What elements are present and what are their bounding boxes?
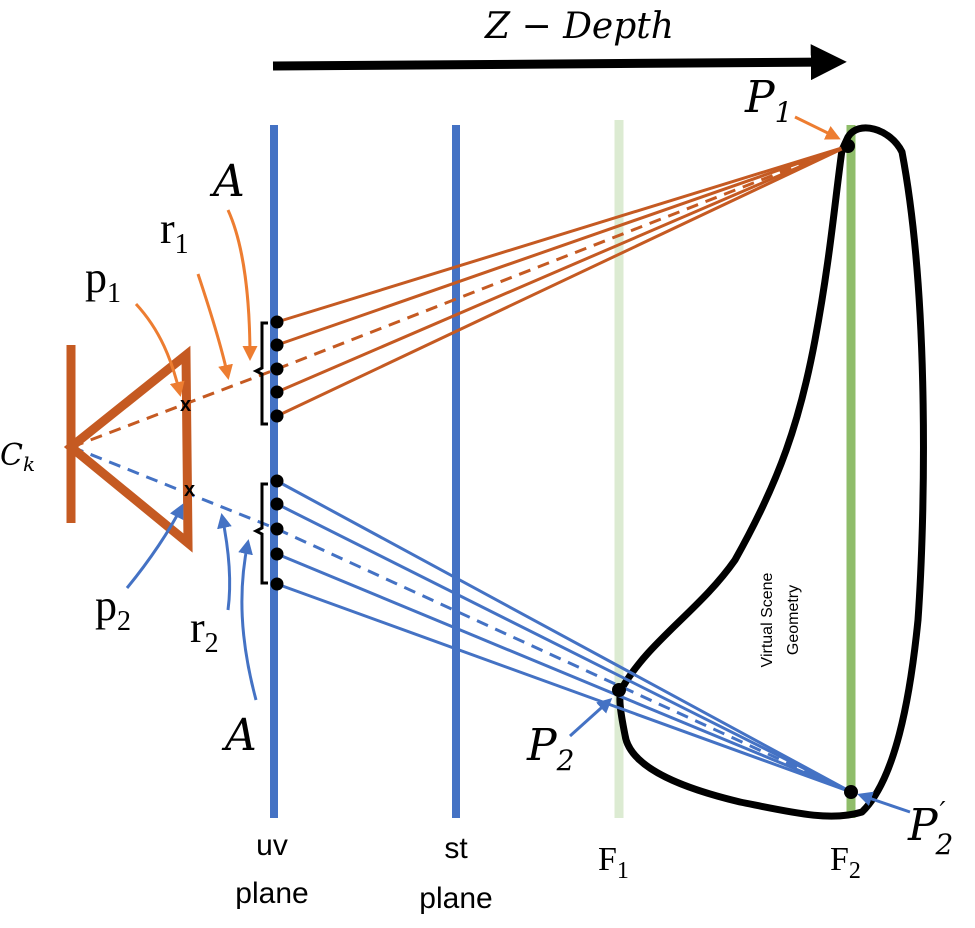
top-aperture-bracket [252, 321, 268, 426]
svg-text:Virtual Scene: Virtual Scene [759, 572, 776, 667]
uv-sample-dots [270, 315, 284, 591]
virtual-scene-label: Virtual Scene Geometry [759, 572, 802, 667]
virtual-scene-geometry-outline [616, 124, 927, 820]
P1-label: P1 [744, 72, 792, 129]
r2-label: r2 [190, 603, 219, 659]
P1-arrow [794, 115, 841, 140]
r1-label: r1 [160, 204, 189, 260]
F2-label: F2 [830, 841, 861, 884]
p2-x-marker: x [184, 479, 195, 501]
camera-label: Ck [0, 438, 35, 476]
z-depth-label: Z − Depth [484, 6, 674, 47]
bottom-aperture-bracket [252, 482, 268, 585]
A-bottom-arrow [238, 539, 258, 701]
p1-arrow [134, 302, 185, 397]
uv-plane-label-line1: uv [256, 829, 288, 862]
st-plane-label-line1: st [444, 832, 468, 865]
p1-label: p1 [85, 253, 121, 309]
P2prime-arrow [857, 791, 911, 814]
P2prime-label: P′2 [907, 797, 953, 861]
uv-plane-label-line2: plane [235, 877, 308, 910]
blue-rays [71, 445, 852, 794]
A-bottom-label: A [221, 710, 257, 761]
p2-arrow [125, 503, 184, 589]
p2-label: p2 [95, 581, 131, 637]
P2-arrow [568, 697, 613, 738]
A-top-arrow [226, 209, 258, 361]
svg-text:Geometry: Geometry [785, 585, 802, 655]
P1-point [841, 139, 855, 153]
P2prime-point [844, 785, 858, 799]
P2-point [612, 683, 626, 697]
P2-label: P2 [526, 720, 574, 777]
orange-rays [71, 144, 849, 449]
A-top-label: A [209, 156, 245, 207]
z-depth-arrow [272, 44, 847, 81]
F1-label: F1 [598, 841, 629, 884]
r1-arrow [196, 273, 233, 380]
st-plane-label-line2: plane [419, 882, 492, 915]
p1-x-marker: x [180, 394, 191, 416]
camera-frustum [63, 345, 193, 553]
r2-arrow [217, 513, 232, 611]
